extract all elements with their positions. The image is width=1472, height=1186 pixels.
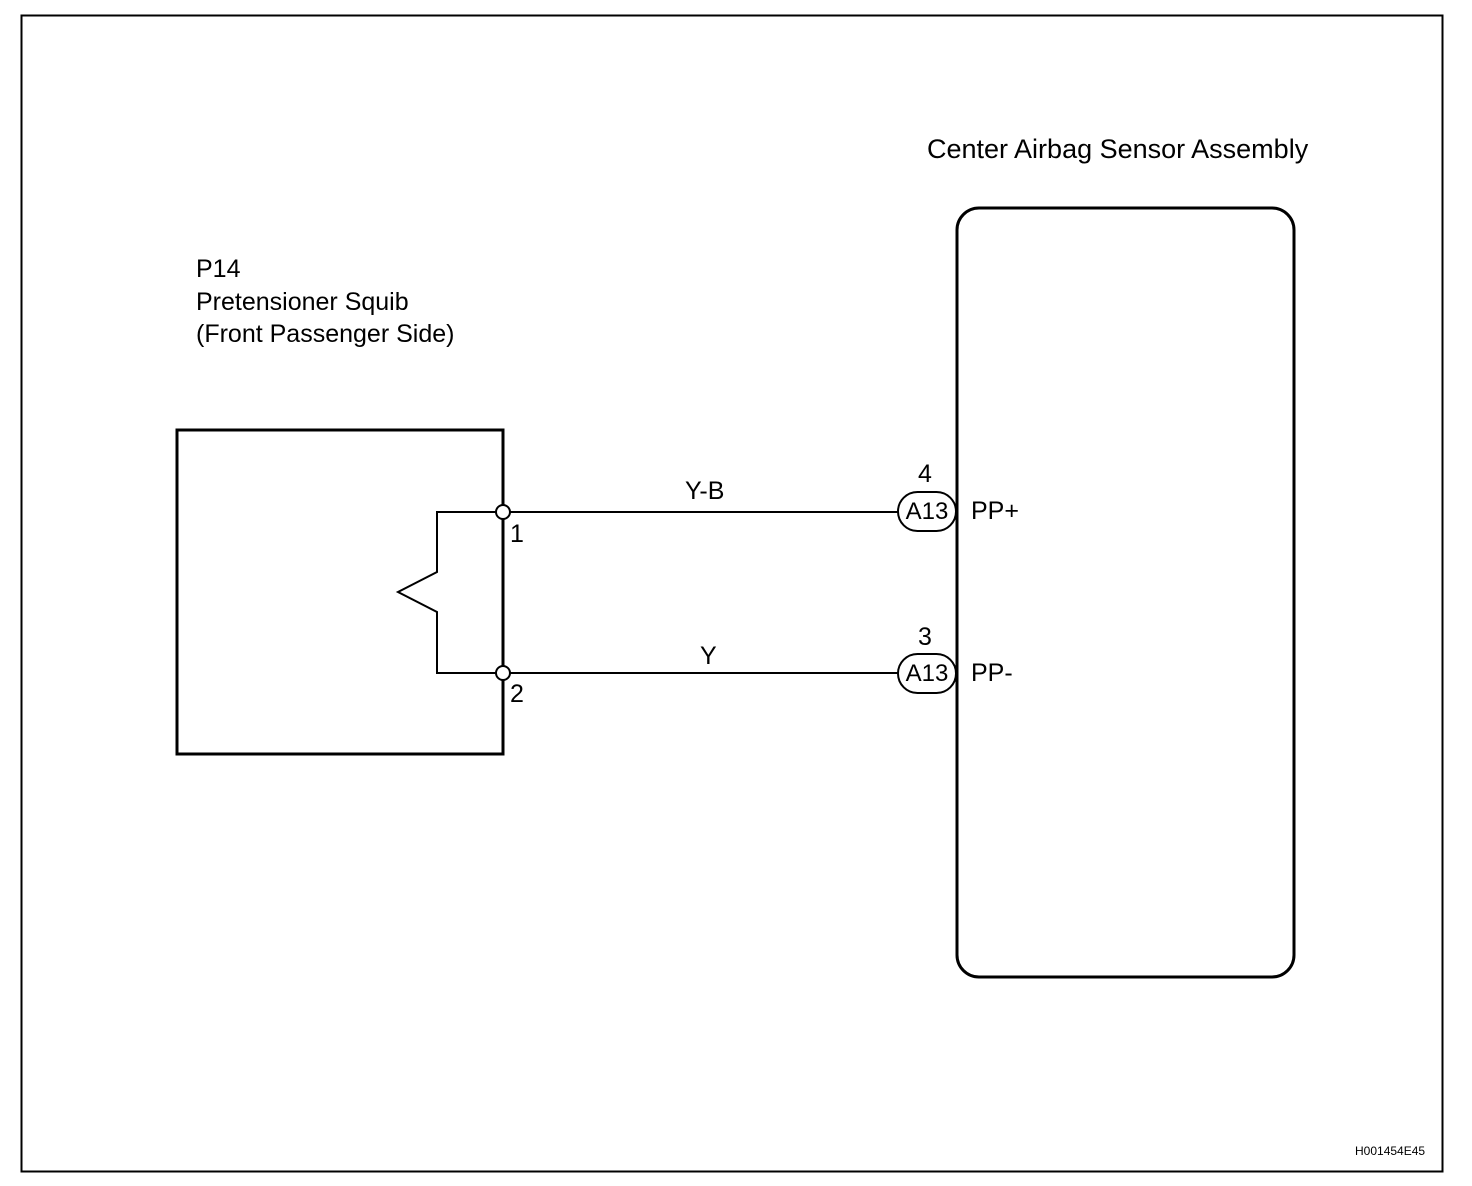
squib-box (175, 428, 505, 756)
squib-pin-2: 2 (510, 680, 524, 708)
connector-minus (897, 653, 957, 694)
squib-name: Pretensioner Squib (196, 288, 409, 316)
figure-id: H001454E45 (1355, 1144, 1426, 1158)
ecu-pin-plus: 4 (918, 460, 932, 488)
ecu-pin-minus: 3 (918, 623, 932, 651)
ecu-terminal-plus: PP+ (971, 497, 1019, 525)
wire-color-upper: Y-B (685, 477, 725, 505)
squib-terminal-2 (495, 665, 511, 681)
ecu-terminal-minus: PP- (971, 659, 1013, 687)
connector-plus (897, 491, 957, 532)
wire-color-lower: Y (700, 642, 717, 670)
squib-pin-1: 1 (510, 520, 524, 548)
squib-terminal-1 (495, 504, 511, 520)
ecu-title: Center Airbag Sensor Assembly (927, 134, 1309, 164)
ecu-box (955, 206, 1296, 979)
squib-code: P14 (196, 255, 241, 283)
connector-plus-label: A13 (905, 498, 949, 525)
squib-side: (Front Passenger Side) (196, 320, 455, 348)
squib-element (395, 511, 503, 674)
connector-minus-label: A13 (905, 660, 949, 687)
diagram-frame (20, 14, 1444, 1173)
